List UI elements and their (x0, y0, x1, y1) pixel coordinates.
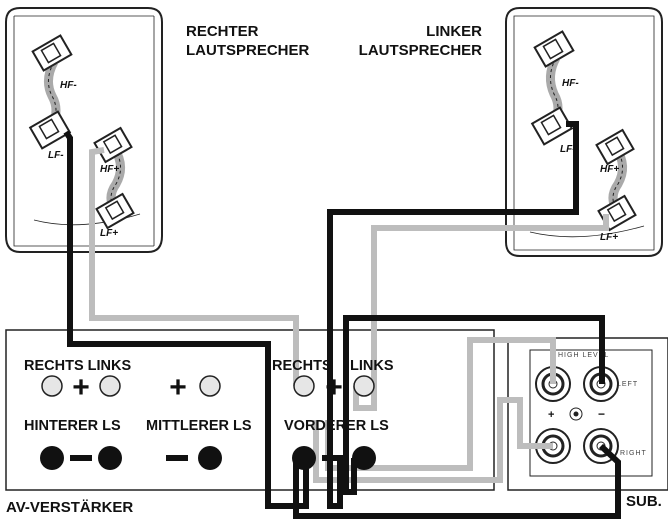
mittlerer-ls-label: MITTLERER LS (146, 418, 252, 434)
front-plus-sign: + (325, 371, 343, 404)
left-speaker-lf-minus-terminal (530, 106, 574, 146)
left-speaker-hf-plus-label: HF+ (600, 164, 619, 175)
subwoofer-minus-label: − (598, 407, 605, 421)
subwoofer-box (507, 337, 668, 491)
right-speaker-lf-plus-label: LF+ (100, 228, 118, 239)
front-speaker-terminals: + (292, 371, 376, 470)
left-speaker-cabinet (505, 7, 663, 257)
av-amplifier-box (5, 329, 495, 491)
cable-sub-left-minus (343, 315, 605, 495)
rear-plus-sign: + (72, 371, 90, 404)
left-speaker-title-line1: LINKER (426, 23, 482, 40)
subwoofer-input-panel (529, 349, 653, 477)
rear-rechts-links-label: RECHTS LINKS (24, 358, 131, 374)
front-minus-sign (322, 455, 346, 461)
left-speaker-title-line2: LAUTSPRECHER (359, 42, 483, 59)
left-speaker-lf-plus-label: LF+ (600, 232, 618, 243)
center-plus-terminal (199, 375, 221, 397)
rear-minus-sign (70, 455, 92, 461)
front-left-minus-terminal (352, 446, 376, 470)
center-plus-sign: + (169, 371, 187, 404)
front-links-label: LINKS (350, 358, 394, 374)
left-speaker-lf-minus-label: LF- (560, 144, 576, 155)
left-speaker-hf-minus-terminal (533, 30, 575, 68)
right-speaker: HF- LF- HF+ LF+ (5, 7, 163, 253)
rear-left-minus-terminal (98, 446, 122, 470)
right-speaker-lf-plus-terminal (95, 192, 135, 230)
cable-sub-right-plus (313, 397, 553, 483)
subwoofer-plus-label: + (548, 409, 554, 421)
front-rechts-label: RECHTS (272, 358, 332, 374)
left-speaker-hf-minus-label: HF- (562, 78, 579, 89)
center-minus-terminal (198, 446, 222, 470)
right-speaker-hf-plus-label: HF+ (100, 164, 119, 175)
subwoofer: HIGH LEVEL LEFT RIGHT + − (507, 337, 668, 491)
right-speaker-lf-minus-label: LF- (48, 150, 64, 161)
cable-right-speaker-plus (89, 147, 299, 386)
av-verstaerker-label: AV-VERSTÄRKER (6, 499, 133, 516)
hinterer-ls-label: HINTERER LS (24, 418, 121, 434)
rear-right-minus-terminal (40, 446, 64, 470)
subwoofer-input-label: HIGH LEVEL (558, 352, 609, 359)
left-speaker-hf-plus-terminal (595, 128, 635, 166)
front-left-plus-terminal (353, 375, 375, 397)
right-speaker-hf-minus-terminal (31, 34, 73, 72)
right-speaker-hf-minus-label: HF- (60, 80, 77, 91)
left-speaker: HF- LF- HF+ LF+ (505, 7, 663, 257)
right-speaker-lf-minus-terminal (28, 110, 72, 150)
cable-right-speaker-minus (63, 130, 309, 509)
sub-label: SUB. (626, 493, 662, 510)
rear-speaker-terminals: + (40, 371, 122, 470)
center-speaker-terminals: + (166, 371, 222, 470)
vorderer-ls-label: VORDERER LS (284, 418, 389, 434)
cable-sub-right-minus (293, 443, 621, 519)
rear-left-plus-terminal (99, 375, 121, 397)
subwoofer-right-label: RIGHT (620, 450, 647, 457)
front-right-minus-terminal (292, 446, 316, 470)
cable-left-speaker-minus (327, 121, 579, 509)
rear-right-plus-terminal (41, 375, 63, 397)
right-speaker-title-line2: LAUTSPRECHER (186, 42, 310, 59)
center-minus-sign (166, 455, 188, 461)
black-cables (63, 121, 621, 519)
front-right-plus-terminal (293, 375, 315, 397)
right-speaker-cabinet (5, 7, 163, 253)
subwoofer-left-label: LEFT (617, 381, 638, 388)
right-speaker-title-line1: RECHTER (186, 23, 259, 40)
